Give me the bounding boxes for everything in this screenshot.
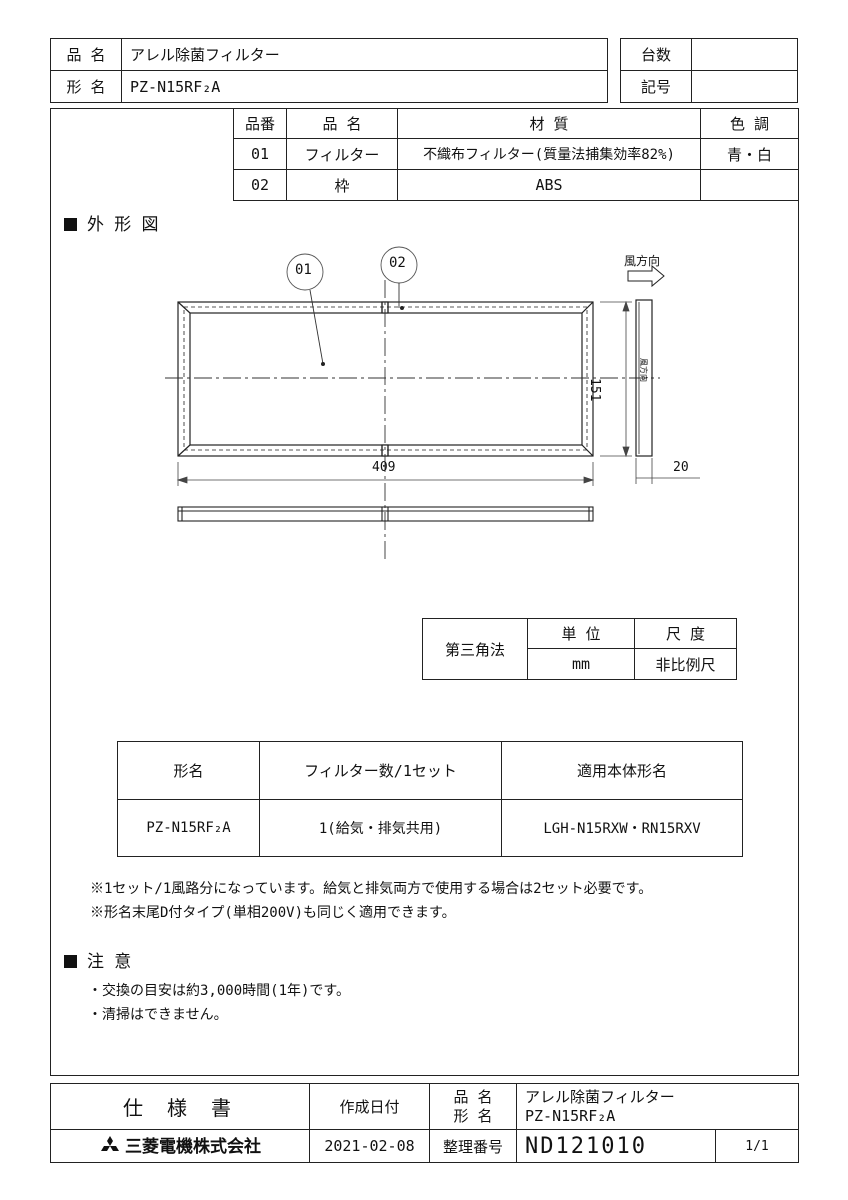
parts-table: 品番 品 名 材 質 色 調 01 フィルター 不織布フィルター(質量法捕集効率… (233, 108, 799, 201)
note-2: ※形名末尾D付タイプ(単相200V)も同じく適用できます。 (90, 905, 456, 921)
date-value: 2021-02-08 (309, 1129, 430, 1163)
footer-table: 仕 様 書 作成日付 品 名 形 名 アレル除菌フィルター PZ-N15RF₂A… (50, 1083, 799, 1163)
count-value (691, 38, 798, 71)
caution-2: ・清掃はできません。 (88, 1007, 228, 1023)
outline-drawing (165, 246, 700, 560)
note-1: ※1セット/1風路分になっています。給気と排気両方で使用する場合は2セット必要で… (90, 881, 653, 897)
spec-cell: 1(給気・排気共用) (259, 799, 502, 857)
scale-value: 非比例尺 (634, 648, 737, 680)
parts-cell: 02 (233, 169, 287, 201)
footer-labels: 品 名 形 名 (429, 1083, 517, 1130)
unit-value: mm (527, 648, 635, 680)
dim-depth: 20 (673, 460, 689, 475)
dim-width: 409 (372, 460, 396, 475)
document-number: ND121010 (516, 1129, 716, 1163)
bottom-view (177, 506, 594, 522)
parts-cell: 01 (233, 138, 287, 170)
scale-label: 尺 度 (634, 618, 737, 649)
company-name: 三菱電機株式会社 (125, 1137, 261, 1157)
caution-section-title: 注 意 (64, 947, 131, 972)
table-row: 02 枠 ABS (233, 169, 799, 201)
callout-01-label: 01 (295, 262, 312, 278)
caution-1: ・交換の目安は約3,000時間(1年)です。 (88, 983, 351, 999)
page-number: 1/1 (715, 1129, 799, 1163)
mark-label: 記号 (620, 70, 692, 103)
table-row: 01 フィルター 不織布フィルター(質量法捕集効率82%) 青・白 (233, 138, 799, 170)
square-bullet-icon (64, 955, 77, 968)
spec-header-count: フィルター数/1セット (259, 741, 502, 800)
callout-circle-01 (286, 253, 324, 291)
mitsubishi-logo-icon (99, 1136, 121, 1160)
spec-cell: LGH-N15RXW・RN15RXV (501, 799, 743, 857)
footer-product: アレル除菌フィルター PZ-N15RF₂A (516, 1083, 799, 1130)
square-bullet-icon (64, 218, 77, 231)
caution-title-text: 注 意 (87, 952, 132, 972)
frame-inner (189, 312, 583, 446)
header-product-table: 品 名 アレル除菌フィルター 形 名 PZ-N15RF₂A (50, 38, 608, 103)
side-label: 風方向 (639, 358, 648, 382)
parts-header-name: 品 名 (286, 108, 398, 139)
doc-type: 仕 様 書 (50, 1083, 310, 1130)
projection-method: 第三角法 (422, 618, 528, 680)
wind-direction-label: 風方向 (624, 254, 661, 268)
spec-cell: PZ-N15RF₂A (117, 799, 260, 857)
projection-table: 第三角法 単 位 尺 度 mm 非比例尺 (422, 618, 737, 680)
parts-cell: ABS (397, 169, 701, 201)
mark-value (691, 70, 798, 103)
outline-title-text: 外 形 図 (87, 215, 159, 235)
date-label: 作成日付 (309, 1083, 430, 1130)
parts-header-material: 材 質 (397, 108, 701, 139)
spec-header-unit: 適用本体形名 (501, 741, 743, 800)
product-name-label: 品 名 (50, 38, 122, 71)
side-view (635, 299, 653, 457)
frame-outer (177, 301, 594, 457)
model-value: PZ-N15RF₂A (121, 70, 608, 103)
footer-product-name: アレル除菌フィルター (525, 1087, 675, 1106)
callout-02-label: 02 (389, 255, 406, 271)
footer-model-label: 形 名 (453, 1106, 493, 1125)
dim-height: 151 (587, 378, 602, 402)
table-row: PZ-N15RF₂A 1(給気・排気共用) LGH-N15RXW・RN15RXV (117, 799, 743, 857)
footer-name-label: 品 名 (453, 1087, 493, 1106)
parts-cell (700, 169, 799, 201)
number-label: 整理番号 (429, 1129, 517, 1163)
unit-label: 単 位 (527, 618, 635, 649)
parts-cell: 枠 (286, 169, 398, 201)
spec-header-model: 形名 (117, 741, 260, 800)
header-count-table: 台数 記号 (620, 38, 798, 103)
wind-arrow-icon (627, 264, 665, 288)
footer-model: PZ-N15RF₂A (525, 1106, 616, 1125)
company-cell: 三菱電機株式会社 (50, 1129, 310, 1163)
product-name-value: アレル除菌フィルター (121, 38, 608, 71)
outline-section-title: 外 形 図 (64, 210, 158, 235)
spec-table: 形名 フィルター数/1セット 適用本体形名 PZ-N15RF₂A 1(給気・排気… (117, 741, 743, 857)
